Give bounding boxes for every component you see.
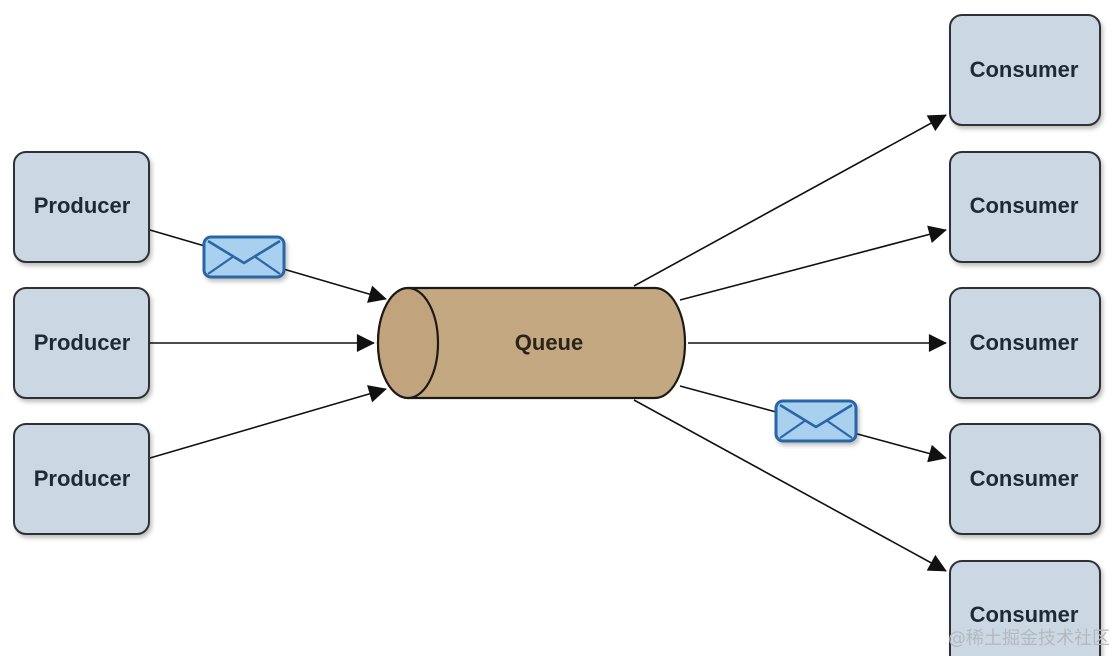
watermark: @稀土掘金技术社区 bbox=[948, 628, 1110, 649]
consumer-label: Consumer bbox=[970, 466, 1079, 491]
producer-nodes: Producer Producer Producer bbox=[13, 151, 150, 535]
consumer-label: Consumer bbox=[970, 57, 1079, 82]
arrow-queue-to-consumer-2 bbox=[679, 225, 947, 301]
producer-node: Producer bbox=[13, 151, 150, 263]
queue-cylinder: Queue bbox=[376, 286, 687, 400]
envelope-icon bbox=[202, 235, 286, 279]
consumer-node: Consumer bbox=[949, 560, 1101, 656]
consumer-node: Consumer bbox=[949, 151, 1101, 263]
consumer-node: Consumer bbox=[949, 287, 1101, 399]
producer-node: Producer bbox=[13, 423, 150, 535]
consumer-label: Consumer bbox=[970, 330, 1079, 355]
consumer-label: Consumer bbox=[970, 193, 1079, 218]
envelope-icon bbox=[774, 399, 858, 443]
consumer-nodes: Consumer Consumer Consumer Consumer Cons… bbox=[949, 14, 1101, 656]
arrow-queue-to-consumer-5 bbox=[633, 399, 947, 572]
producer-label: Producer bbox=[34, 330, 131, 355]
producer-node: Producer bbox=[13, 287, 150, 399]
queue-label: Queue bbox=[515, 330, 583, 355]
consumer-node: Consumer bbox=[949, 423, 1101, 535]
arrow-producer-3-to-queue bbox=[149, 385, 387, 459]
producer-label: Producer bbox=[34, 193, 131, 218]
consumer-node: Consumer bbox=[949, 14, 1101, 126]
arrow-queue-to-consumer-1 bbox=[633, 114, 947, 287]
producer-label: Producer bbox=[34, 466, 131, 491]
consumer-label: Consumer bbox=[970, 602, 1079, 627]
queue-front-cap bbox=[376, 286, 440, 400]
